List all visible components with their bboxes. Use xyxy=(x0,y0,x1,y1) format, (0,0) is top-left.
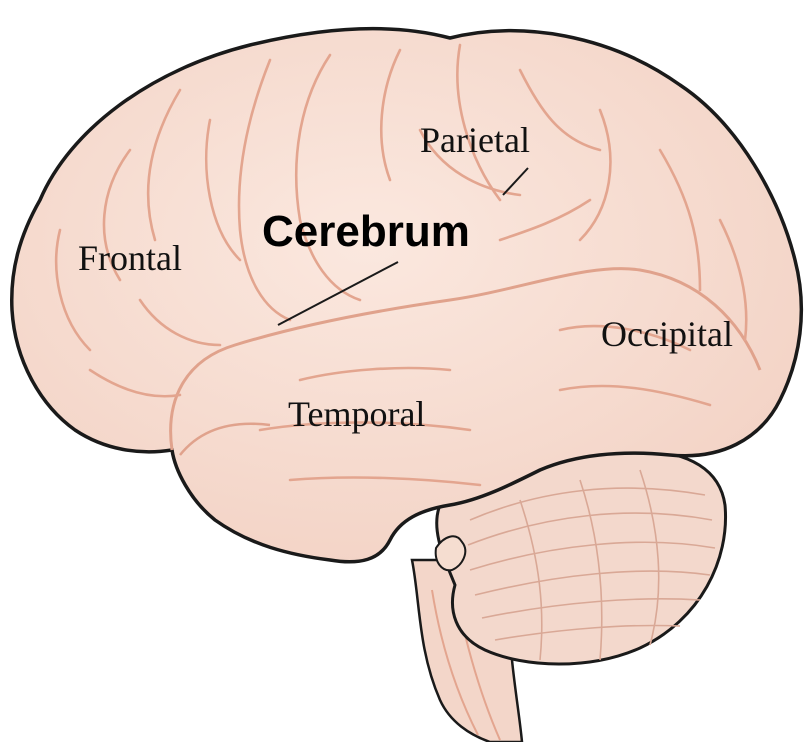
frontal-label: Frontal xyxy=(78,240,182,276)
occipital-label: Occipital xyxy=(601,316,733,352)
temporal-label: Temporal xyxy=(288,396,425,432)
cerebrum-label: Cerebrum xyxy=(262,210,470,254)
parietal-label: Parietal xyxy=(420,122,530,158)
